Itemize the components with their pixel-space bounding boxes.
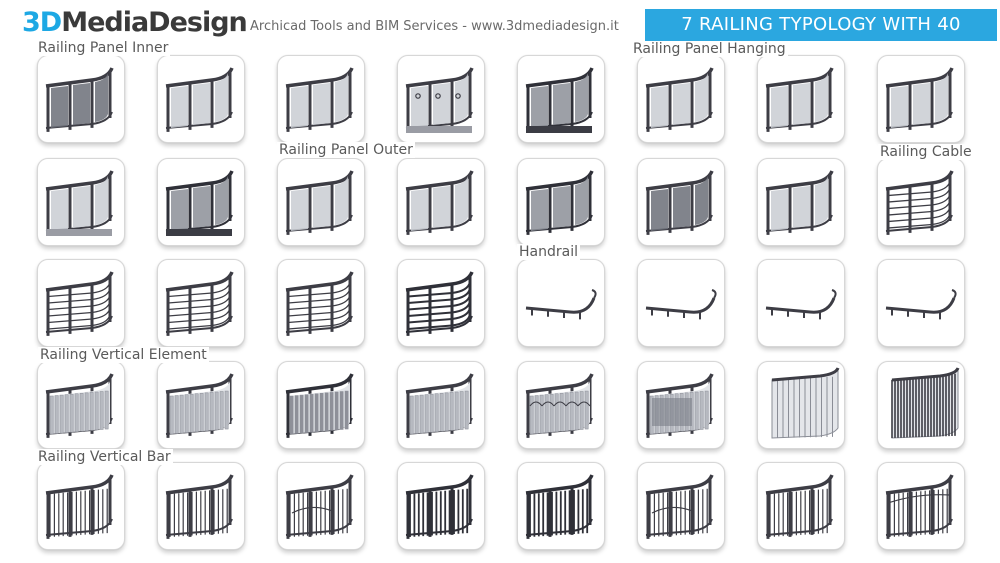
preset-thumbnail[interactable] <box>517 361 605 449</box>
preset-thumbnail[interactable] <box>517 55 605 143</box>
railing-preview-icon <box>885 170 954 235</box>
preset-thumbnail[interactable] <box>397 259 485 347</box>
preset-thumbnail[interactable] <box>877 259 965 347</box>
preset-thumbnail[interactable] <box>157 259 245 347</box>
preset-thumbnail[interactable] <box>397 361 485 449</box>
preset-thumbnail[interactable] <box>877 55 965 143</box>
railing-preview-icon <box>765 170 834 235</box>
railing-preview-icon <box>285 67 354 132</box>
category-label-railing-vertical-bar: Railing Vertical Bar <box>36 449 173 465</box>
preset-thumbnail[interactable] <box>757 259 845 347</box>
railing-preview-icon <box>525 474 594 539</box>
preset-thumbnail[interactable] <box>37 361 125 449</box>
preset-thumbnail[interactable] <box>37 158 125 246</box>
railing-preview-icon <box>765 67 834 132</box>
railing-preview-icon <box>45 170 114 236</box>
railing-preview-icon <box>405 67 474 133</box>
preset-thumbnail[interactable] <box>517 462 605 550</box>
preset-thumbnail[interactable] <box>37 55 125 143</box>
preset-thumbnail[interactable] <box>637 55 725 143</box>
preset-thumbnail[interactable] <box>757 462 845 550</box>
railing-preview-icon <box>645 474 714 539</box>
preset-thumbnail[interactable] <box>757 361 845 449</box>
railing-preview-icon <box>165 271 234 336</box>
preset-thumbnail[interactable] <box>637 259 725 347</box>
railing-preview-icon <box>645 373 714 438</box>
preset-thumbnail[interactable] <box>157 462 245 550</box>
railing-preview-icon <box>645 170 714 235</box>
category-label-railing-vertical-element: Railing Vertical Element <box>38 347 209 363</box>
category-label-railing-panel-inner: Railing Panel Inner <box>36 40 171 56</box>
railing-preview-icon <box>765 289 837 320</box>
railing-preview-icon <box>405 170 474 235</box>
railing-preview-icon <box>165 373 234 438</box>
railing-preview-icon <box>765 474 834 539</box>
preset-thumbnail[interactable] <box>157 55 245 143</box>
railing-preview-icon <box>891 367 960 439</box>
category-label-railing-cable: Railing Cable <box>878 144 974 160</box>
title-banner: 7 RAILING TYPOLOGY WITH 40 PRESET <box>645 9 997 67</box>
preset-thumbnail[interactable] <box>277 158 365 246</box>
preset-thumbnail[interactable] <box>37 462 125 550</box>
preset-thumbnail[interactable] <box>397 158 485 246</box>
preset-thumbnail[interactable] <box>877 361 965 449</box>
railing-preview-icon <box>525 373 594 438</box>
railing-preview-icon <box>525 289 597 320</box>
railing-preview-icon <box>645 289 717 320</box>
preset-thumbnail[interactable] <box>277 462 365 550</box>
preset-thumbnail[interactable] <box>757 55 845 143</box>
railing-preview-icon <box>405 373 474 438</box>
railing-preview-icon <box>45 373 114 438</box>
railing-preview-icon <box>285 170 354 235</box>
railing-preview-icon <box>45 67 114 132</box>
logo-prefix: 3D <box>22 7 62 38</box>
railing-preview-icon <box>285 373 354 438</box>
preset-thumbnail[interactable] <box>517 259 605 347</box>
railing-preview-icon <box>45 474 114 539</box>
preset-thumbnail[interactable] <box>157 158 245 246</box>
railing-preview-icon <box>405 474 474 539</box>
preset-thumbnail[interactable] <box>877 462 965 550</box>
category-label-railing-panel-hanging: Railing Panel Hanging <box>631 41 788 57</box>
railing-preview-icon <box>645 67 714 132</box>
railing-preview-icon <box>45 271 114 336</box>
preset-thumbnail[interactable] <box>637 158 725 246</box>
preset-thumbnail[interactable] <box>277 259 365 347</box>
preset-thumbnail[interactable] <box>277 361 365 449</box>
logo[interactable]: 3DMediaDesign <box>22 6 248 40</box>
category-label-railing-panel-outer: Railing Panel Outer <box>277 142 415 158</box>
railing-preview-icon <box>525 170 594 235</box>
preset-thumbnail[interactable] <box>517 158 605 246</box>
preset-thumbnail[interactable] <box>757 158 845 246</box>
logo-name: MediaDesign <box>61 7 248 38</box>
preset-thumbnail[interactable] <box>637 462 725 550</box>
railing-preview-icon <box>405 271 474 336</box>
railing-preview-icon <box>885 474 954 539</box>
railing-preview-icon <box>165 67 234 132</box>
preset-thumbnail[interactable] <box>397 462 485 550</box>
railing-preview-icon <box>165 170 234 236</box>
preset-thumbnail[interactable] <box>157 361 245 449</box>
category-label-handrail: Handrail <box>517 244 580 260</box>
railing-preview-icon <box>885 289 957 320</box>
railing-preview-icon <box>165 474 234 539</box>
railing-preview-icon <box>525 67 594 133</box>
preset-thumbnail[interactable] <box>637 361 725 449</box>
railing-preview-icon <box>885 67 954 132</box>
tagline: Archicad Tools and BIM Services - www.3d… <box>250 19 619 34</box>
preset-thumbnail[interactable] <box>877 158 965 246</box>
railing-preview-icon <box>285 271 354 336</box>
preset-thumbnail[interactable] <box>397 55 485 143</box>
preset-thumbnail[interactable] <box>277 55 365 143</box>
preset-thumbnail[interactable] <box>37 259 125 347</box>
railing-preview-icon <box>285 474 354 539</box>
railing-preview-icon <box>771 367 840 439</box>
